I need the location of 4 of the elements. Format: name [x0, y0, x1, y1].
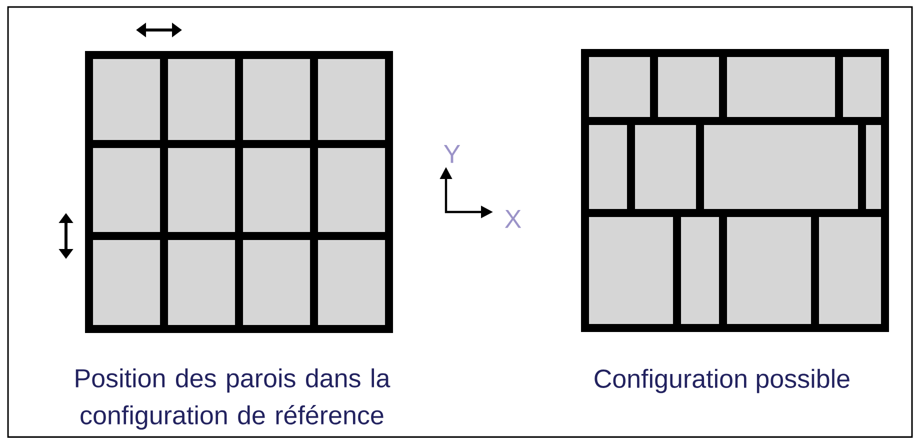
caption: Position des parois dans la configuration de référence [76, 368, 390, 430]
caption: Configuration possible [594, 368, 850, 394]
axis-label: X [504, 210, 522, 228]
axis-label: Y [444, 145, 460, 163]
